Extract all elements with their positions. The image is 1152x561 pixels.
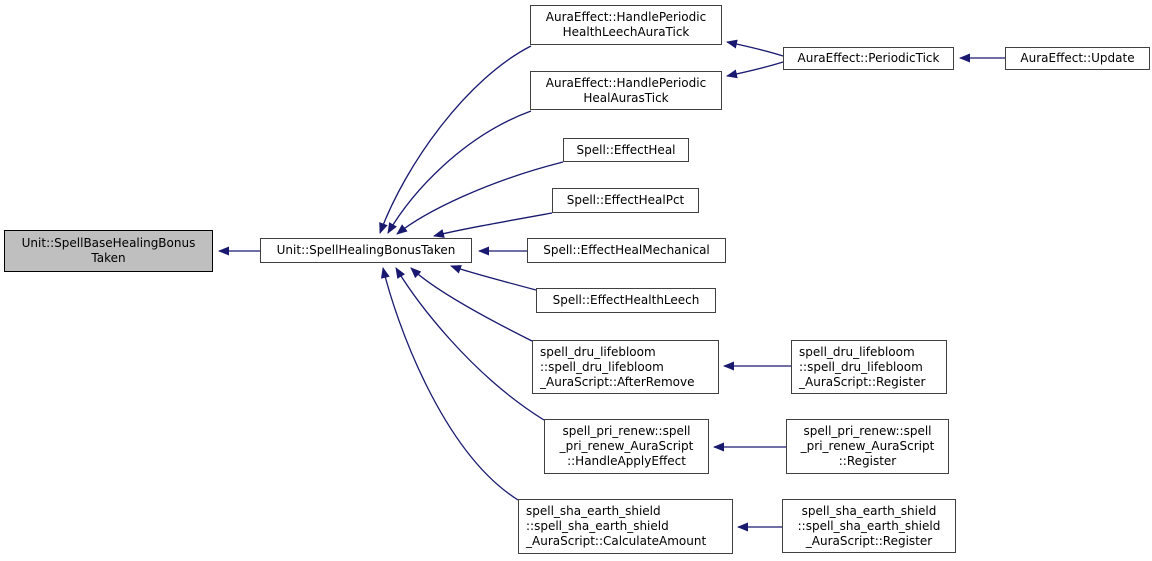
edge-periodictick-healthleechtick [726, 39, 784, 57]
edge-effecthealthleech-healingtaken [450, 265, 537, 291]
node-auraeffect-handleperiodic-healaurastick[interactable]: AuraEffect::HandlePeriodic HealAurasTick [530, 71, 722, 110]
node-spell-effectheal[interactable]: Spell::EffectHeal [563, 138, 689, 162]
edge-druafterremove-healingtaken [410, 267, 533, 342]
node-spell-pri-renew-register[interactable]: spell_pri_renew::spell _pri_renew_AuraSc… [786, 419, 949, 474]
edge-prihandleapply-healingtaken [395, 267, 545, 421]
node-spell-sha-earth-shield-calculateamount[interactable]: spell_sha_earth_shield ::spell_sha_earth… [518, 499, 733, 554]
node-auraeffect-handleperiodic-healthleechauratick[interactable]: AuraEffect::HandlePeriodic HealthLeechAu… [530, 5, 722, 45]
node-spell-sha-earth-shield-register[interactable]: spell_sha_earth_shield ::spell_sha_earth… [782, 499, 956, 553]
node-spell-dru-lifebloom-register[interactable]: spell_dru_lifebloom ::spell_dru_lifebloo… [791, 340, 947, 394]
edge-effecthealpct-healingtaken [433, 212, 553, 238]
node-spell-effecthealmechanical[interactable]: Spell::EffectHealMechanical [527, 238, 726, 263]
node-spell-effecthealthleech[interactable]: Spell::EffectHealthLeech [536, 288, 716, 313]
node-auraeffect-update[interactable]: AuraEffect::Update [1005, 47, 1150, 70]
node-spell-effecthealpct[interactable]: Spell::EffectHealPct [552, 188, 699, 213]
edge-shacalculate-healingtaken [380, 267, 519, 501]
edge-effectheal-healingtaken [396, 161, 564, 235]
edge-periodictick-healaurastick [726, 61, 784, 79]
node-spell-dru-lifebloom-afterremove[interactable]: spell_dru_lifebloom ::spell_dru_lifebloo… [532, 340, 719, 394]
node-spell-pri-renew-handleapplyeffect[interactable]: spell_pri_renew::spell _pri_renew_AuraSc… [544, 419, 709, 474]
node-auraeffect-periodictick[interactable]: AuraEffect::PeriodicTick [783, 47, 954, 70]
node-unit-spell-base-healing-bonus-taken: Unit::SpellBaseHealingBonus Taken [4, 230, 213, 272]
node-unit-spell-healing-bonus-taken[interactable]: Unit::SpellHealingBonusTaken [260, 238, 472, 263]
edge-healthleechtick-healingtaken [379, 45, 532, 234]
edge-healaurastick-healingtaken [387, 110, 532, 234]
